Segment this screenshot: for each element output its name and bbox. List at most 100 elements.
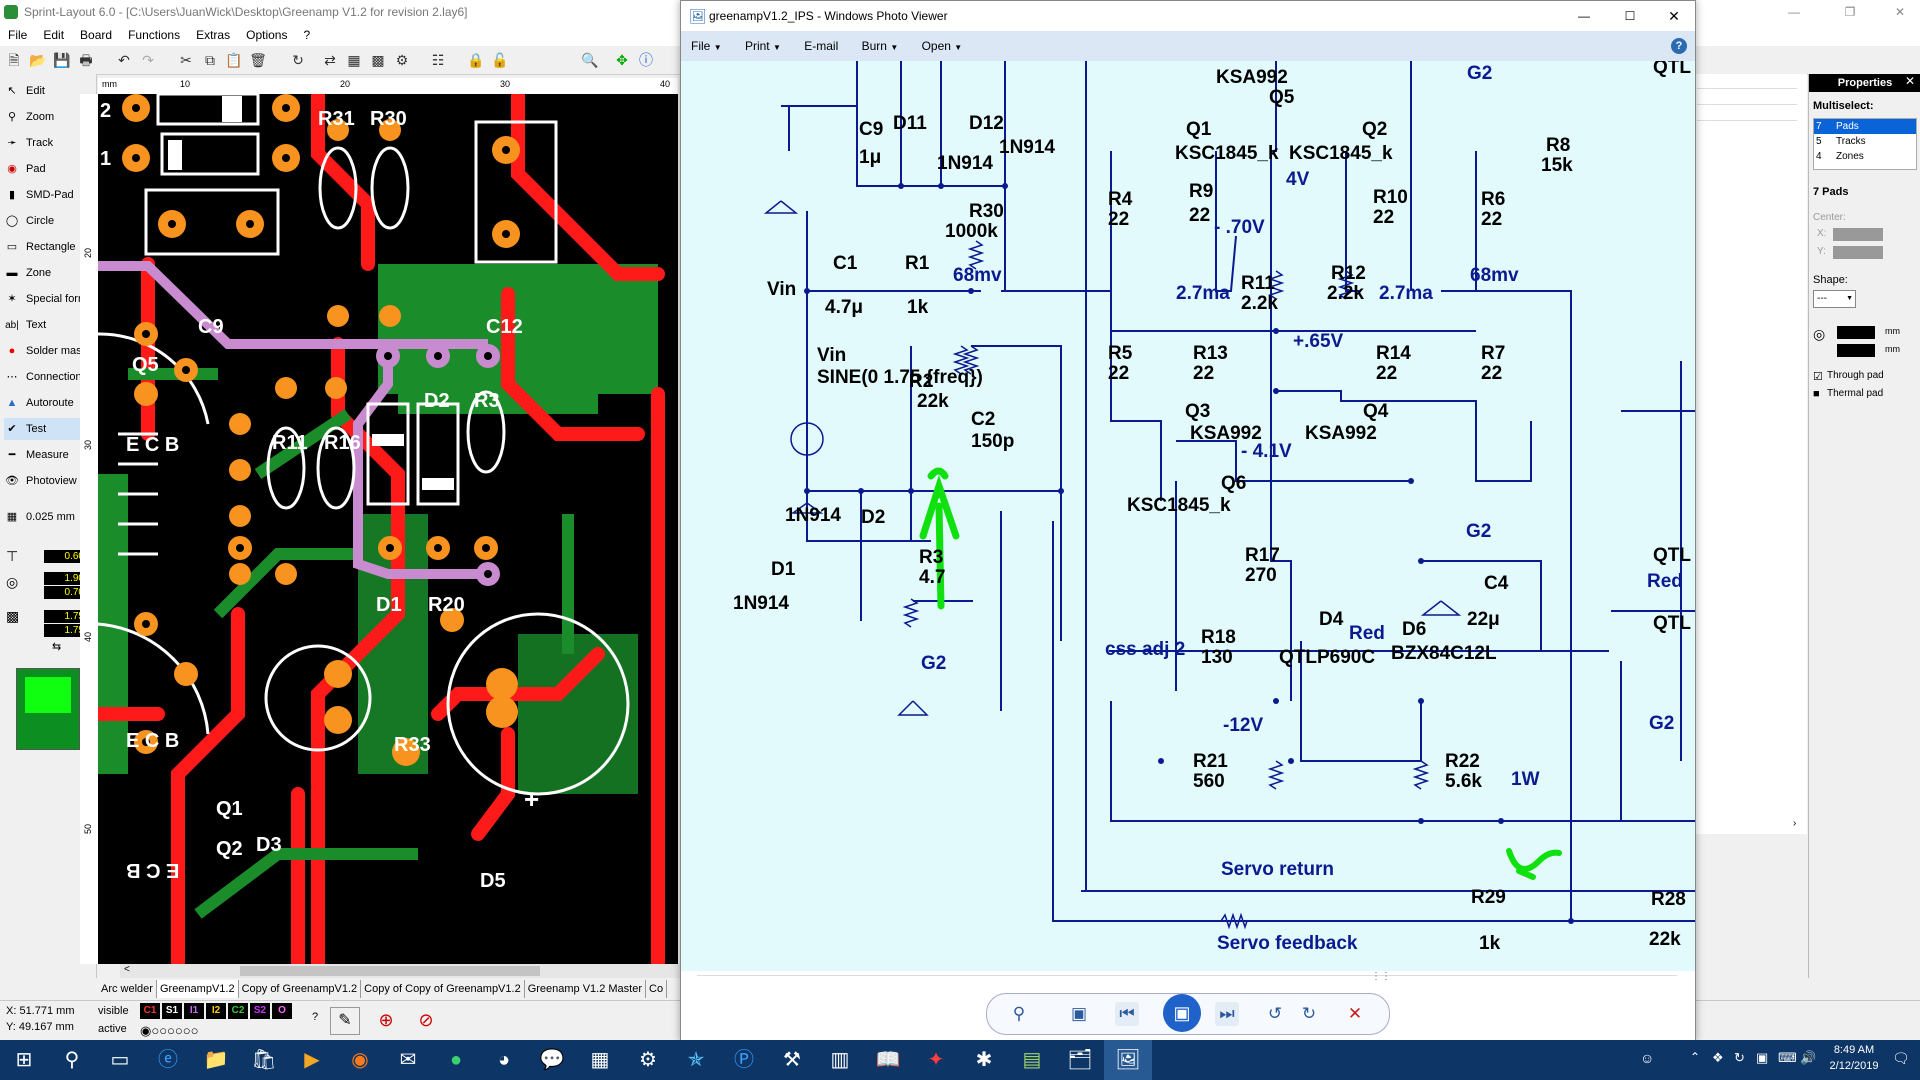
- pad-outer-field[interactable]: [1837, 326, 1875, 339]
- app-bird-icon[interactable]: ✦: [927, 1049, 945, 1071]
- sheet-tab[interactable]: Copy of GreenampV1.2: [239, 980, 362, 998]
- sync-icon[interactable]: ↻: [1734, 1050, 1745, 1065]
- bg-restore-button[interactable]: ❐: [1844, 5, 1856, 19]
- unlock-icon[interactable]: 🔓: [491, 52, 509, 68]
- tool-connections[interactable]: ⋯Connections: [4, 366, 94, 388]
- app-grid-icon[interactable]: ▥: [830, 1049, 850, 1071]
- keyboard-icon[interactable]: ⌨: [1778, 1050, 1797, 1065]
- swap-icon[interactable]: ⇆: [52, 641, 62, 653]
- task-view-icon[interactable]: ▭: [110, 1049, 130, 1071]
- bg-minimize-button[interactable]: —: [1788, 5, 1800, 19]
- chat-icon[interactable]: 💬: [539, 1049, 565, 1071]
- slideshow-button[interactable]: ▣: [1163, 994, 1201, 1032]
- undo-icon[interactable]: ↶: [118, 52, 130, 68]
- help-icon[interactable]: ?: [1671, 38, 1687, 54]
- resize-grip-icon[interactable]: ⋮⋮: [1371, 971, 1391, 982]
- group-icon[interactable]: ▩: [371, 52, 385, 68]
- cut-icon[interactable]: ✂: [180, 52, 192, 68]
- shape-select[interactable]: ---▼: [1813, 290, 1856, 308]
- steam-icon[interactable]: ⚙: [639, 1049, 657, 1071]
- viewer-menu-burn[interactable]: Burn ▼: [861, 39, 899, 53]
- paste-icon[interactable]: 📋: [225, 52, 243, 68]
- clock-date[interactable]: 2/12/2019: [1829, 1060, 1879, 1072]
- layer-button-s1[interactable]: S1: [162, 1003, 182, 1019]
- crosshair-icon[interactable]: ⊕: [378, 1010, 394, 1030]
- pad-outer-value[interactable]: 1.90: [44, 572, 84, 585]
- actual-size-icon[interactable]: ▣: [1070, 1004, 1088, 1023]
- next-icon[interactable]: ⏭: [1215, 1002, 1239, 1026]
- open-folder-icon[interactable]: 📂: [29, 52, 47, 68]
- viewer-menu-open[interactable]: Open ▼: [921, 39, 963, 53]
- mail-icon[interactable]: ✉: [399, 1049, 417, 1071]
- tool-solder-mask[interactable]: ●Solder mask: [4, 340, 94, 362]
- center-x-field[interactable]: [1833, 228, 1883, 241]
- firefox-icon[interactable]: ◉: [351, 1049, 369, 1071]
- layer-button-i1[interactable]: I1: [184, 1003, 204, 1019]
- info-icon[interactable]: ⓘ: [639, 52, 653, 68]
- layer-button-s2[interactable]: S2: [250, 1003, 270, 1019]
- delete-icon[interactable]: ✕: [1347, 1004, 1363, 1023]
- edge-icon[interactable]: ⓔ: [158, 1049, 178, 1071]
- app-swirl-icon[interactable]: ✱: [975, 1049, 993, 1071]
- tool-zone[interactable]: ▬Zone: [4, 262, 94, 284]
- bg-close-button[interactable]: ✕: [1894, 5, 1906, 19]
- tool-edit[interactable]: ↖Edit: [4, 80, 94, 102]
- align-icon[interactable]: ▦: [347, 52, 361, 68]
- sheet-tab[interactable]: Co: [646, 980, 668, 998]
- tool-autoroute[interactable]: ▲Autoroute: [4, 392, 94, 414]
- thermal-pad-checkbox[interactable]: ■: [1813, 388, 1820, 400]
- probe-tool-icon[interactable]: ✎: [330, 1007, 360, 1035]
- layer-help[interactable]: ?: [312, 1011, 319, 1023]
- rotate-right-icon[interactable]: ↻: [1301, 1004, 1317, 1023]
- menu-file[interactable]: File: [8, 28, 28, 42]
- pad-inner-value[interactable]: 0.70: [44, 586, 84, 599]
- app-sheet-icon[interactable]: ▤: [1022, 1049, 1042, 1071]
- clock-time[interactable]: 8:49 AM: [1833, 1044, 1875, 1056]
- new-file-icon[interactable]: 🗎: [8, 52, 20, 68]
- menu-edit[interactable]: Edit: [43, 28, 65, 42]
- menu-functions[interactable]: Functions: [128, 28, 181, 42]
- people-icon[interactable]: ☺: [1640, 1050, 1655, 1066]
- notifications-icon[interactable]: 🗨: [1892, 1050, 1910, 1066]
- scroll-thumb[interactable]: [240, 966, 540, 976]
- rotate-icon[interactable]: ↻: [292, 52, 304, 68]
- tool-special-form[interactable]: ✶Special form: [4, 288, 94, 310]
- menu-help[interactable]: ?: [303, 28, 311, 42]
- layer-button-c2[interactable]: C2: [228, 1003, 248, 1019]
- tool-track[interactable]: ➛Track: [4, 132, 94, 154]
- search-icon[interactable]: ⚲: [64, 1049, 80, 1071]
- close-icon[interactable]: ✕: [1905, 74, 1916, 88]
- previous-icon[interactable]: ⏮: [1115, 1002, 1139, 1026]
- pcb-canvas[interactable]: 2 1 C9 R31 R30 C12 Q5 E C B R11 R16 D2 R…: [98, 94, 678, 964]
- settings-icon[interactable]: ⚙: [395, 52, 409, 68]
- track-width-value[interactable]: 0.60: [44, 550, 84, 563]
- layer-color-swatch[interactable]: [16, 668, 80, 750]
- viewer-menu-file[interactable]: File ▼: [691, 39, 722, 53]
- pcb-horizontal-scrollbar[interactable]: <: [120, 964, 680, 978]
- layer-button-i2[interactable]: I2: [206, 1003, 226, 1019]
- store-icon[interactable]: 🛍: [251, 1049, 277, 1071]
- zoom-fit-icon[interactable]: ✥: [616, 52, 628, 68]
- delete-icon[interactable]: 🗑: [249, 52, 267, 68]
- app-g-icon[interactable]: Ⓟ: [734, 1049, 754, 1071]
- photo-viewer-taskbar-icon[interactable]: 🖼: [1104, 1040, 1152, 1080]
- no-connection-icon[interactable]: ⊘: [418, 1010, 434, 1030]
- app-book-icon[interactable]: 📖: [875, 1049, 901, 1071]
- app-folder-icon[interactable]: 🗂: [1067, 1049, 1093, 1071]
- save-icon[interactable]: 💾: [53, 52, 71, 68]
- lock-icon[interactable]: 🔒: [467, 52, 485, 68]
- mirror-icon[interactable]: ⇄: [324, 52, 336, 68]
- maximize-button[interactable]: ☐: [1624, 9, 1636, 23]
- viewer-image-scrollbar[interactable]: [697, 975, 1677, 984]
- viewer-menu-print[interactable]: Print ▼: [744, 39, 781, 53]
- start-button-icon[interactable]: ⊞: [15, 1049, 33, 1071]
- file-explorer-icon[interactable]: 📁: [203, 1049, 229, 1071]
- active-layer-radios[interactable]: ◉○○○○○○: [140, 1023, 199, 1038]
- layer-button-c1[interactable]: C1: [140, 1003, 160, 1019]
- pad-inner-field[interactable]: [1837, 344, 1875, 357]
- calculator-icon[interactable]: ▦: [590, 1049, 610, 1071]
- components-icon[interactable]: ☷: [431, 52, 445, 68]
- dropbox-icon[interactable]: ❖: [1712, 1050, 1724, 1065]
